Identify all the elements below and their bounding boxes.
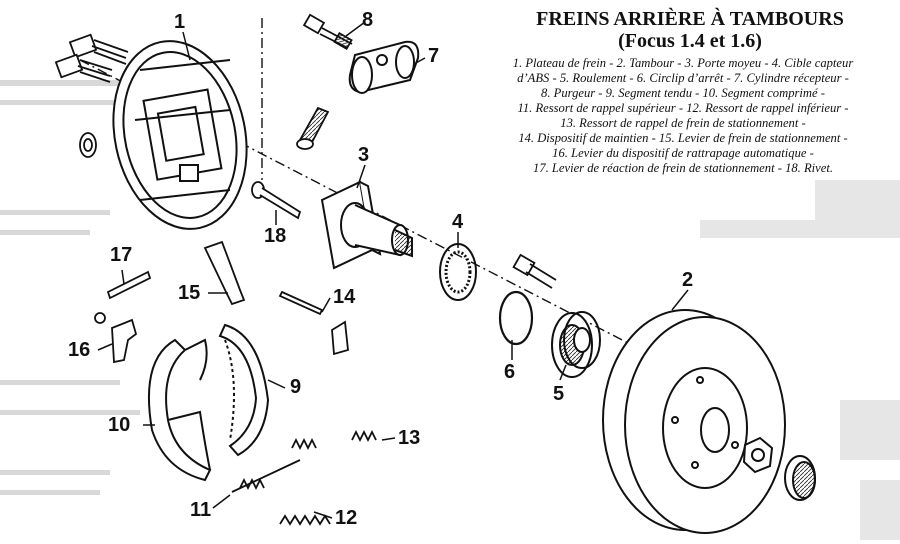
legend-line: 16. Levier du dispositif de rattrapage a…	[552, 146, 814, 160]
hub-nut	[742, 436, 774, 474]
bleeder-screw	[302, 13, 353, 51]
hub-cap	[784, 455, 816, 501]
brake-shoe-compressed	[147, 338, 212, 482]
brake-backing-plate	[112, 40, 248, 230]
spring-lower	[279, 514, 331, 526]
hold-down-pin	[278, 290, 349, 356]
legend-line: 8. Purgeur - 9. Segment tendu - 10. Segm…	[541, 86, 825, 100]
parking-brake-lever	[203, 240, 246, 306]
drum-bolt	[512, 253, 557, 289]
legend-line: 14. Dispositif de maintien - 15. Levier …	[518, 131, 848, 145]
rivet	[251, 181, 302, 220]
legend-line: 1. Plateau de frein - 2. Tambour - 3. Po…	[512, 56, 854, 70]
callout-2: 2	[682, 269, 694, 291]
callout-5: 5	[553, 383, 565, 405]
callout-14: 14	[333, 286, 356, 308]
spring-upper	[231, 437, 317, 493]
callout-9: 9	[290, 376, 302, 398]
callout-7: 7	[428, 45, 440, 67]
brake-shoe-tensioned	[218, 323, 270, 457]
diagram-title: FREINS ARRIÈRE À TAMBOURS (Focus 1.4 et …	[480, 8, 900, 52]
callout-12: 12	[335, 507, 358, 529]
callout-8: 8	[362, 9, 374, 31]
callout-17: 17	[110, 244, 133, 266]
legend-line: 17. Levier de réaction de frein de stati…	[533, 161, 833, 175]
callout-6: 6	[504, 361, 516, 383]
parts-legend: 1. Plateau de frein - 2. Tambour - 3. Po…	[468, 56, 898, 176]
reaction-lever	[106, 270, 152, 300]
dust-boot	[296, 106, 330, 150]
spring-parking	[351, 429, 377, 443]
plate-bolts	[54, 33, 129, 158]
callout-13: 13	[398, 427, 421, 449]
callout-15: 15	[178, 282, 201, 304]
circlip	[498, 290, 534, 346]
wheel-bearing	[551, 311, 601, 378]
title-line-2: (Focus 1.4 et 1.6)	[618, 30, 762, 52]
callout-1: 1	[174, 11, 186, 33]
callout-4: 4	[452, 211, 464, 233]
legend-line: 13. Ressort de rappel de frein de statio…	[560, 116, 806, 130]
callout-16: 16	[68, 339, 91, 361]
wheel-cylinder	[348, 40, 420, 94]
leader-lines	[97, 21, 689, 519]
adjuster-lever	[94, 312, 138, 364]
title-line-1: FREINS ARRIÈRE À TAMBOURS	[536, 8, 844, 30]
legend-line: d’ABS - 5. Roulement - 6. Circlip d’arrê…	[517, 71, 849, 85]
callout-18: 18	[264, 225, 287, 247]
abs-sensor-ring	[439, 243, 477, 301]
callout-3: 3	[358, 144, 370, 166]
callout-10: 10	[108, 414, 131, 436]
brake-drum	[602, 309, 786, 534]
legend-line: 11. Ressort de rappel supérieur - 12. Re…	[517, 101, 849, 115]
callout-11: 11	[190, 499, 212, 521]
hub-carrier	[320, 180, 413, 270]
